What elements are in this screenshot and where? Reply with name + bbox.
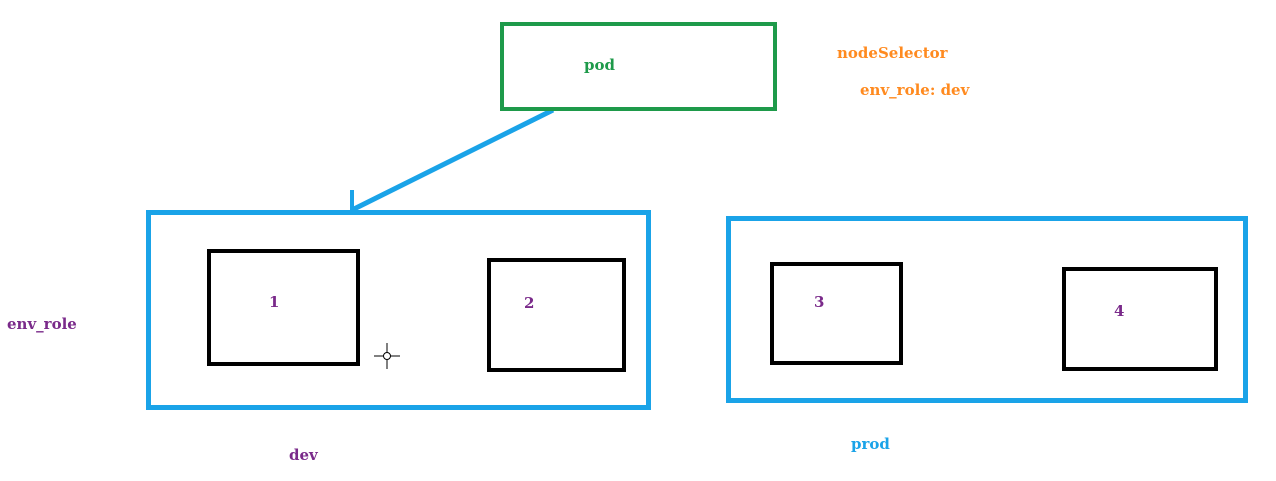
dev-group <box>146 210 651 410</box>
prod-group <box>726 216 1248 403</box>
node-1-label: 1 <box>269 293 280 311</box>
node-selector-key: nodeSelector <box>837 44 948 62</box>
label-key: env_role <box>7 315 77 333</box>
node-1 <box>207 249 360 366</box>
node-4 <box>1062 267 1218 371</box>
node-3-label: 3 <box>814 293 825 311</box>
pod-label: pod <box>584 56 615 74</box>
node-2-label: 2 <box>524 294 535 312</box>
crosshair-cursor-icon <box>374 343 400 369</box>
dev-group-label: dev <box>289 446 318 464</box>
arrow-line <box>350 107 555 213</box>
node-4-label: 4 <box>1114 302 1125 320</box>
prod-group-label: prod <box>851 435 890 453</box>
node-2 <box>487 258 626 372</box>
node-3 <box>770 262 903 365</box>
node-selector-value: env_role: dev <box>860 81 970 99</box>
pod-box <box>500 22 777 111</box>
